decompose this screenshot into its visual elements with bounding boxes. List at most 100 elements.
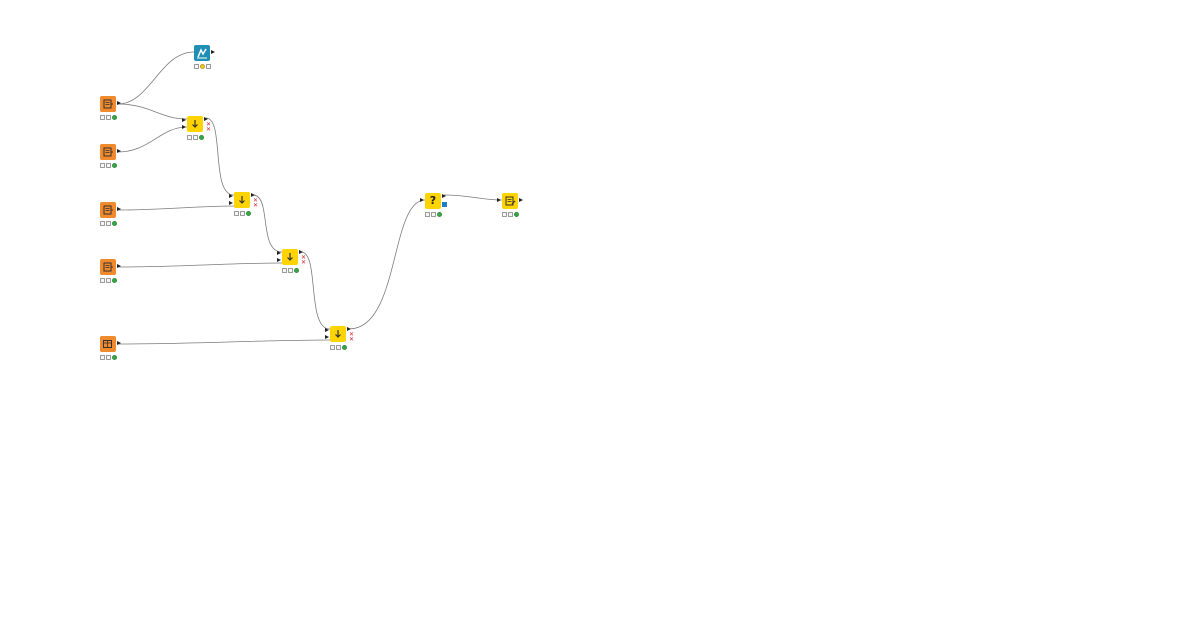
status-light	[234, 211, 239, 216]
reader-node-body[interactable]	[100, 259, 116, 275]
node-joiner-3[interactable]: ✕ ✕	[277, 249, 306, 273]
output-port[interactable]	[204, 117, 208, 121]
status-light	[106, 163, 111, 168]
node-table-reader[interactable]	[100, 336, 121, 360]
node-rule-engine[interactable]: ?	[420, 193, 447, 217]
node-table-writer[interactable]	[497, 193, 523, 217]
connection-edge[interactable]	[117, 51, 195, 105]
status-light	[288, 268, 293, 273]
reader-node-body[interactable]	[100, 144, 116, 160]
output-port[interactable]	[442, 194, 446, 198]
node-status	[425, 212, 442, 217]
flow-variable-port[interactable]	[442, 202, 447, 207]
status-light	[502, 212, 507, 217]
writer-node-body[interactable]	[502, 193, 518, 209]
node-joiner-1[interactable]: ✕ ✕	[182, 116, 211, 140]
connection-edge[interactable]	[443, 194, 503, 201]
reader-node-body[interactable]	[100, 202, 116, 218]
file-reader-icon	[103, 205, 113, 215]
output-port[interactable]	[117, 207, 121, 211]
status-light	[187, 135, 192, 140]
rule-node-body[interactable]: ?	[425, 193, 441, 209]
output-port[interactable]	[211, 50, 215, 54]
node-status	[282, 268, 299, 273]
connection-edge[interactable]	[348, 199, 426, 330]
input-port-left[interactable]	[277, 251, 281, 255]
reader-node-body[interactable]	[100, 336, 116, 352]
output-port[interactable]	[347, 327, 351, 331]
node-status	[502, 212, 519, 217]
status-light	[294, 268, 299, 273]
output-port[interactable]	[117, 101, 121, 105]
status-light	[336, 345, 341, 350]
table-writer-icon	[505, 196, 516, 206]
joiner-node-body[interactable]	[187, 116, 203, 132]
input-port-right[interactable]	[182, 125, 186, 129]
inactive-port-icon[interactable]: ✕	[252, 202, 258, 209]
inactive-port-icon[interactable]: ✕	[252, 197, 258, 204]
output-port[interactable]	[117, 264, 121, 268]
input-port-right[interactable]	[277, 258, 281, 262]
status-light	[106, 278, 111, 283]
status-light	[112, 221, 117, 226]
status-light	[200, 64, 205, 69]
node-status	[234, 211, 251, 216]
joiner-node-body[interactable]	[234, 192, 250, 208]
input-port-left[interactable]	[182, 118, 186, 122]
input-port-right[interactable]	[325, 335, 329, 339]
status-light	[342, 345, 347, 350]
input-port[interactable]	[497, 198, 501, 202]
output-port[interactable]	[519, 198, 523, 202]
status-light	[100, 163, 105, 168]
output-port[interactable]	[251, 193, 255, 197]
visualizer-node-body[interactable]	[194, 45, 210, 61]
status-light	[100, 115, 105, 120]
node-file-reader-3[interactable]	[100, 202, 121, 226]
connection-edge[interactable]	[117, 205, 235, 211]
node-file-reader-2[interactable]	[100, 144, 121, 168]
input-port[interactable]	[420, 198, 424, 202]
input-port-left[interactable]	[229, 194, 233, 198]
chart-icon	[197, 48, 207, 59]
inactive-port-icon[interactable]: ✕	[205, 126, 211, 133]
joiner-node-body[interactable]	[330, 326, 346, 342]
connection-edge[interactable]	[117, 126, 188, 153]
file-reader-icon	[103, 147, 113, 157]
input-port-left[interactable]	[325, 328, 329, 332]
connection-edge[interactable]	[117, 103, 188, 120]
question-icon: ?	[429, 194, 437, 207]
status-light	[240, 211, 245, 216]
node-file-reader-4[interactable]	[100, 259, 121, 283]
node-joiner-4[interactable]: ✕ ✕	[325, 326, 354, 350]
node-status	[194, 64, 211, 69]
status-light	[112, 115, 117, 120]
status-light	[514, 212, 519, 217]
inactive-port-icon[interactable]: ✕	[205, 121, 211, 128]
connection-edge[interactable]	[117, 339, 331, 345]
node-status	[100, 221, 117, 226]
node-visualizer[interactable]	[194, 45, 215, 69]
status-light	[206, 64, 211, 69]
join-icon	[287, 253, 293, 261]
output-port[interactable]	[117, 149, 121, 153]
file-reader-icon	[103, 99, 113, 109]
reader-node-body[interactable]	[100, 96, 116, 112]
node-joiner-2[interactable]: ✕ ✕	[229, 192, 258, 216]
status-light	[431, 212, 436, 217]
inactive-port-icon[interactable]: ✕	[300, 254, 306, 261]
status-light	[193, 135, 198, 140]
output-port[interactable]	[117, 341, 121, 345]
node-file-reader-1[interactable]	[100, 96, 121, 120]
inactive-port-icon[interactable]: ✕	[300, 259, 306, 266]
inactive-port-icon[interactable]: ✕	[348, 331, 354, 338]
connection-edge[interactable]	[117, 262, 283, 268]
output-port[interactable]	[299, 250, 303, 254]
inactive-port-icon[interactable]: ✕	[348, 336, 354, 343]
input-port-right[interactable]	[229, 201, 233, 205]
status-light	[106, 221, 111, 226]
status-light	[106, 355, 111, 360]
joiner-node-body[interactable]	[282, 249, 298, 265]
file-reader-icon	[103, 262, 113, 272]
table-reader-icon	[103, 340, 112, 348]
